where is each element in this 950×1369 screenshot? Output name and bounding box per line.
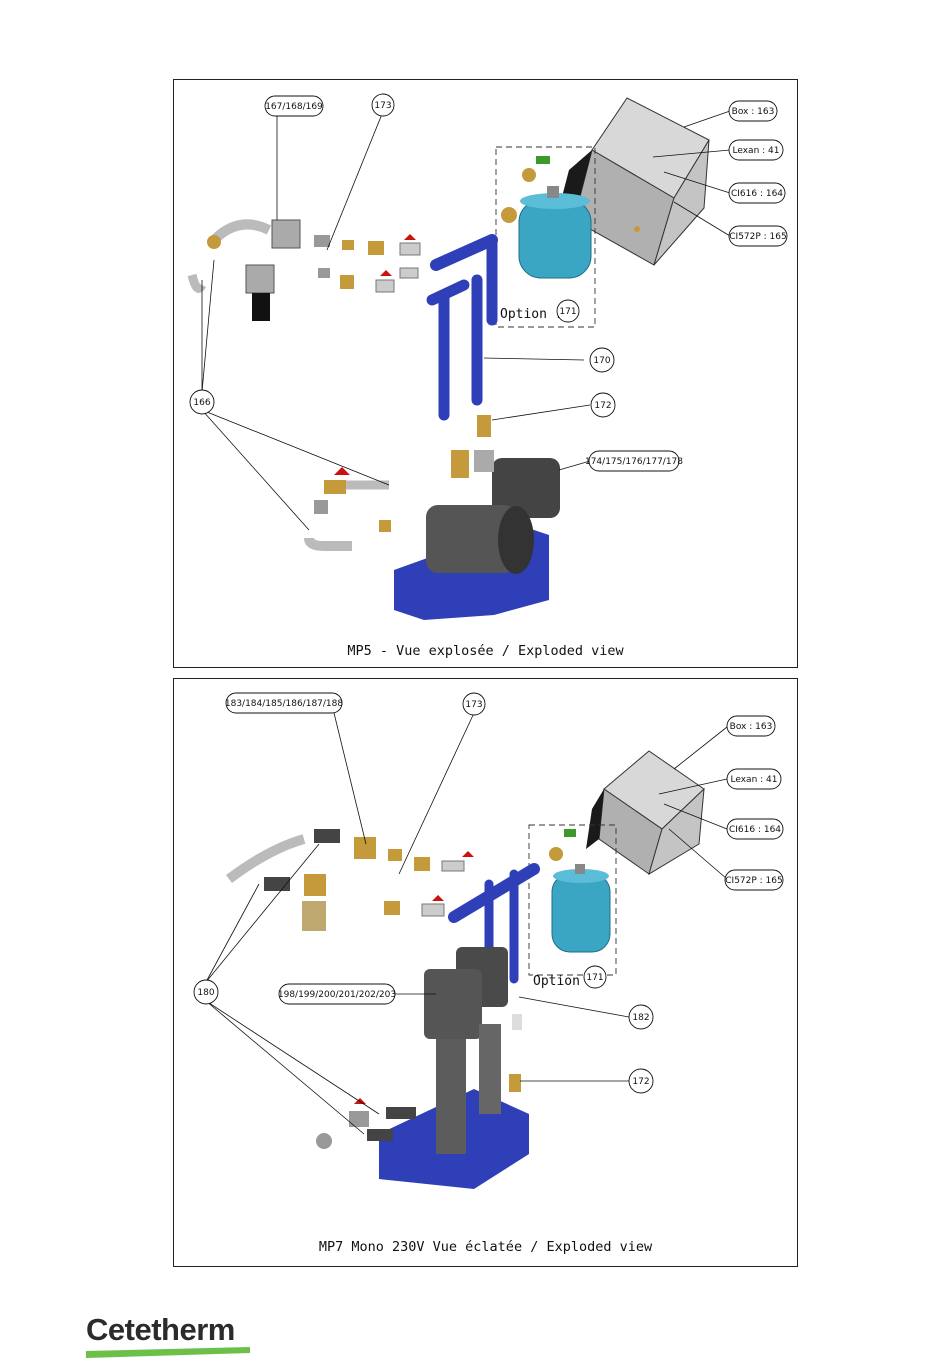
callout-170: 170 xyxy=(589,347,615,373)
callout-171: 171 xyxy=(556,299,580,323)
svg-text:174/175/176/177/178: 174/175/176/177/178 xyxy=(585,457,683,467)
leader-lines xyxy=(205,712,728,1135)
svg-text:166: 166 xyxy=(193,398,210,408)
svg-text:170: 170 xyxy=(593,356,610,366)
expansion-tank xyxy=(501,156,592,279)
svg-text:173: 173 xyxy=(465,700,482,710)
callout-box: Box : 163 xyxy=(726,715,776,737)
svg-text:171: 171 xyxy=(586,973,603,983)
svg-text:Lexan : 41: Lexan : 41 xyxy=(731,775,778,785)
callout-lexan: Lexan : 41 xyxy=(726,768,782,790)
callout-180: 180 xyxy=(193,979,219,1005)
cetetherm-logo: Cetetherm xyxy=(86,1312,256,1362)
svg-text:182: 182 xyxy=(632,1013,649,1023)
callout-167-168-169: 167/168/169 xyxy=(264,95,324,117)
logo-wordmark: Cetetherm xyxy=(86,1312,235,1347)
svg-text:CI616 : 164: CI616 : 164 xyxy=(729,825,781,835)
caption-mp7: MP7 Mono 230V Vue éclatée / Exploded vie… xyxy=(318,1239,653,1255)
callout-ci572p: CI572P : 165 xyxy=(728,225,788,247)
callout-172: 172 xyxy=(628,1068,654,1094)
control-box xyxy=(586,750,705,876)
svg-text:180: 180 xyxy=(197,988,214,998)
callout-174-178: 174/175/176/177/178 xyxy=(585,450,683,472)
pump-assembly xyxy=(394,415,560,620)
callout-173: 173 xyxy=(371,93,395,117)
loose-fittings xyxy=(304,467,391,551)
exploded-view-mp5: 167/168/169 173 Box : 163 Lexan : 41 CI6… xyxy=(173,79,798,668)
pump-assembly xyxy=(379,947,529,1189)
mp5-drawing: 167/168/169 173 Box : 163 Lexan : 41 CI6… xyxy=(187,93,788,620)
callout-171: 171 xyxy=(583,965,607,989)
callout-lexan: Lexan : 41 xyxy=(728,139,784,161)
svg-text:Box : 163: Box : 163 xyxy=(732,107,775,117)
leader-lines xyxy=(201,110,731,531)
callout-172: 172 xyxy=(590,392,616,418)
option-dashed-frame xyxy=(528,824,617,976)
svg-text:CI572P : 165: CI572P : 165 xyxy=(725,876,782,886)
callout-173: 173 xyxy=(462,692,486,716)
callout-ci616: CI616 : 164 xyxy=(728,182,786,204)
caption-mp5: MP5 - Vue explosée / Exploded view xyxy=(347,643,624,659)
mp7-drawing: 183/184/185/186/187/188 173 Box : 163 Le… xyxy=(193,692,784,1189)
svg-text:Box : 163: Box : 163 xyxy=(730,722,773,732)
svg-text:173: 173 xyxy=(374,101,391,111)
callout-166: 166 xyxy=(189,389,215,415)
svg-text:172: 172 xyxy=(632,1077,649,1087)
callout-ci572p: CI572P : 165 xyxy=(724,869,784,891)
control-box xyxy=(552,97,710,266)
callout-box: Box : 163 xyxy=(728,100,778,122)
option-label: Option xyxy=(533,974,580,989)
logo-swoosh xyxy=(86,1347,250,1358)
exploded-view-mp7: 183/184/185/186/187/188 173 Box : 163 Le… xyxy=(173,678,798,1267)
callout-182: 182 xyxy=(628,1004,654,1030)
svg-text:171: 171 xyxy=(559,307,576,317)
svg-text:Lexan : 41: Lexan : 41 xyxy=(733,146,780,156)
expansion-tank xyxy=(549,829,611,953)
callout-ci616: CI616 : 164 xyxy=(726,818,784,840)
manifold xyxy=(426,234,498,421)
svg-text:198/199/200/201/202/203: 198/199/200/201/202/203 xyxy=(278,990,396,1000)
option-label: Option : xyxy=(500,307,563,322)
svg-text:172: 172 xyxy=(594,401,611,411)
svg-text:167/168/169: 167/168/169 xyxy=(265,102,323,112)
loose-fittings xyxy=(316,1098,416,1149)
callout-198-203: 198/199/200/201/202/203 xyxy=(278,983,396,1005)
callout-183-188: 183/184/185/186/187/188 xyxy=(225,692,344,714)
svg-text:CI572P : 165: CI572P : 165 xyxy=(729,232,786,242)
svg-text:CI616 : 164: CI616 : 164 xyxy=(731,189,783,199)
fittings xyxy=(187,219,421,321)
svg-text:183/184/185/186/187/188: 183/184/185/186/187/188 xyxy=(225,699,344,709)
fittings xyxy=(226,829,474,931)
